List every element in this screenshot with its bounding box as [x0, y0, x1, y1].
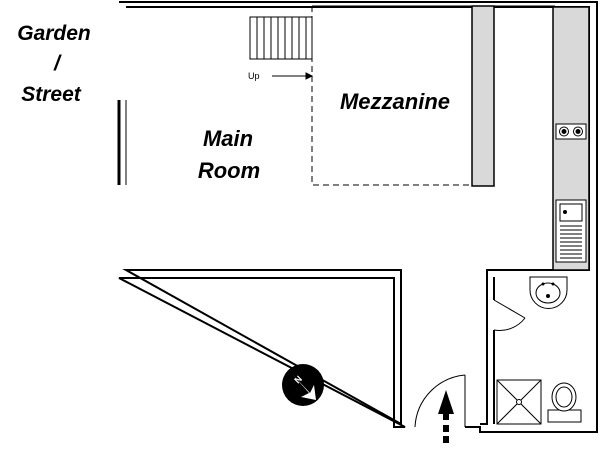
main-room-label-line2: Room — [198, 158, 260, 183]
shower-icon — [496, 379, 542, 425]
mezzanine-outline — [311, 5, 555, 187]
svg-text:N: N — [292, 374, 304, 386]
stairs-up-label: Up — [248, 71, 260, 81]
outer-wall — [118, 1, 598, 433]
bathroom-door — [493, 299, 526, 331]
garden-street-label-line1: Garden — [17, 22, 91, 45]
toilet-icon — [547, 382, 582, 423]
garden-street-label-line2: / — [53, 52, 62, 75]
kitchen-sink-icon — [555, 199, 587, 263]
hob-icon — [555, 123, 587, 140]
north-compass-icon: N — [282, 364, 324, 406]
walls — [117, 1, 598, 433]
entrance-arrow-icon — [438, 390, 454, 443]
main-room-label-line1: Main — [203, 126, 253, 151]
mezzanine-label: Mezzanine — [340, 89, 450, 114]
staircase — [249, 16, 313, 60]
garden-street-label-line3: Street — [21, 83, 82, 106]
stairs-up-arrow-icon — [272, 72, 314, 80]
wash-basin-icon — [529, 276, 568, 309]
entrance-door — [414, 374, 466, 428]
inner-wall — [122, 6, 590, 426]
